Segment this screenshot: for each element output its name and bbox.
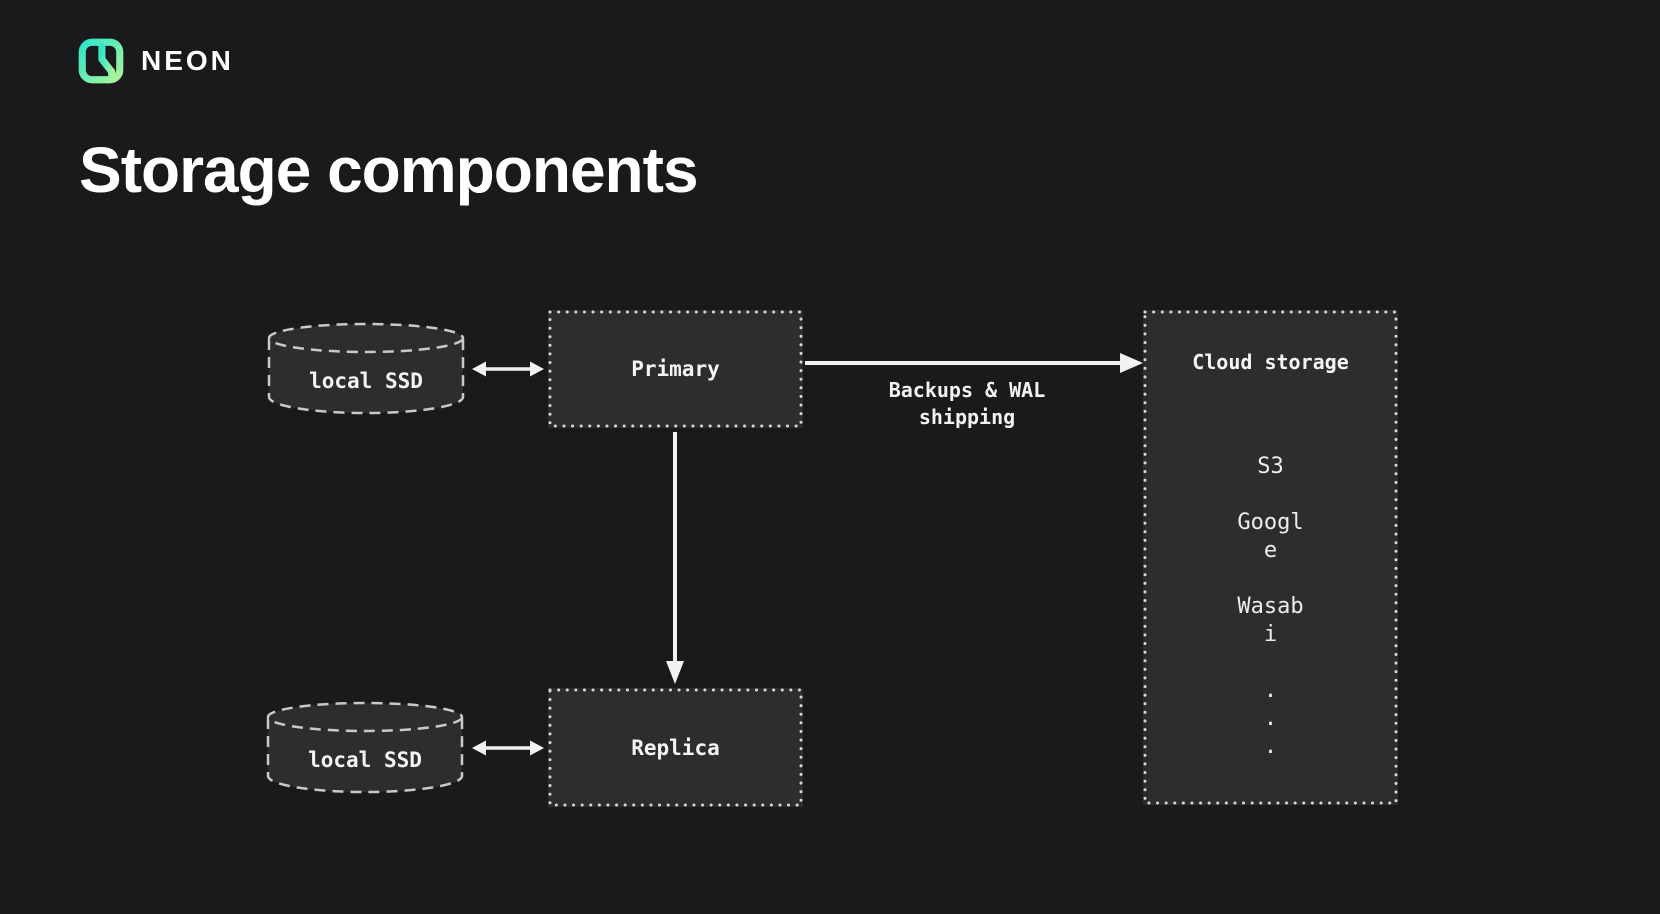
dotted-border	[548, 310, 803, 428]
cloud-storage-items: S3 Google Wasabi . . .	[1143, 453, 1398, 761]
cloud-item-s3: S3	[1257, 454, 1284, 479]
local-ssd-primary-cylinder: local SSD	[267, 322, 465, 415]
primary-node: Primary	[548, 310, 803, 428]
backups-arrow-icon	[805, 351, 1143, 380]
double-arrow-icon	[471, 737, 545, 764]
local-ssd-label: local SSD	[308, 748, 422, 772]
cloud-item-wasabi: Wasabi	[1237, 594, 1304, 647]
replica-node: Replica	[548, 688, 803, 807]
dotted-border	[548, 688, 803, 807]
ellipsis-dot: .	[1263, 706, 1278, 731]
primary-label: Primary	[631, 357, 720, 381]
cloud-storage-node: Cloud storage S3 Google Wasabi . . .	[1143, 310, 1398, 805]
local-ssd-replica-cylinder: local SSD	[266, 701, 464, 794]
double-arrow-icon	[471, 358, 545, 385]
ellipsis-dot: .	[1263, 678, 1278, 703]
brand-logo: NEON	[75, 36, 234, 86]
ellipsis-dot: .	[1263, 734, 1278, 759]
cylinder-shape-icon	[266, 701, 464, 794]
neon-wordmark: NEON	[141, 45, 234, 76]
cloud-storage-title: Cloud storage	[1192, 350, 1349, 374]
dotted-border	[1143, 310, 1398, 805]
cloud-item-google: Google	[1237, 510, 1304, 563]
primary-to-replica-arrow-icon	[665, 432, 685, 689]
local-ssd-label: local SSD	[309, 369, 423, 393]
neon-logo-icon	[75, 36, 127, 86]
backups-wal-label: Backups & WAL shipping	[888, 378, 1046, 429]
page-title: Storage components	[79, 134, 699, 206]
cylinder-shape-icon	[267, 322, 465, 415]
replica-label: Replica	[631, 735, 720, 760]
